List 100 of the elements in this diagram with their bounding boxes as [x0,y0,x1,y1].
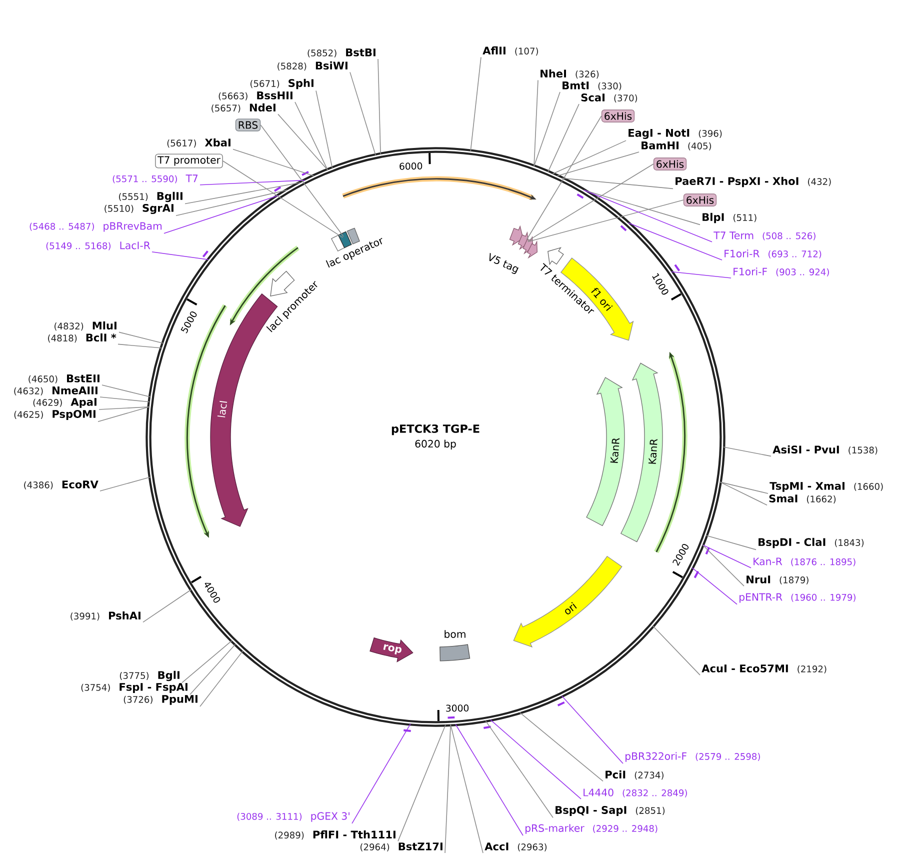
site-label: (3991) PshAI [70,611,140,621]
leader-line [118,332,164,344]
site-label: (5663) BssHII [218,92,292,100]
leader-line [100,476,151,492]
primer-label: (3089 .. 3111) pGEX 3' [237,812,350,822]
site-label: (5852) BstBI [308,48,376,58]
site-label: SmaI (1662) [769,494,836,504]
site-label: (5617) XbaI [167,138,230,148]
site-label: (4625) PspOMI [14,410,96,420]
leader-line [278,114,328,170]
site-label: (4818) BclI * [48,333,116,343]
leader-line [485,720,554,818]
site-label: (5551) BglII [119,192,182,202]
leader-line [652,626,700,676]
leader-line [470,56,482,152]
site-label: PciI (2734) [606,770,664,780]
leader-line [450,724,484,854]
primer-label: pBR322ori-F (2579 .. 2598) [626,752,760,762]
feature-tag: RBS [235,118,261,132]
feature-symbol [509,225,538,259]
primer-label: T7 Term (508 .. 526) [714,232,816,240]
leader-line [232,148,314,176]
leader-line [176,190,288,216]
feature-tag: 6xHis [601,110,635,122]
site-label: BamHI (405) [642,142,712,150]
site-label: (2989) PflFI - Tth111I [275,830,396,840]
leader-line [378,58,381,155]
site-label: (4629) ApaI [33,398,96,408]
leader-line [455,724,524,836]
leader-line [98,406,150,422]
site-label: (4650) BstEII [28,374,100,384]
leader-line [102,384,151,398]
tick-label: 3000 [446,704,469,712]
site-label: AflII (107) [482,46,538,56]
site-label: (5510) SgrAI [104,204,174,214]
feature-label: V5 tag [489,252,519,274]
site-label: BspDI - ClaI (1843) [758,538,864,548]
site-label: ScaI (370) [581,93,638,102]
leader-line [118,344,162,348]
primer-label: pENTR-R (1960 .. 1979) [740,593,856,603]
leader-line [527,164,654,242]
leader-line [519,712,604,782]
primer-label: pRS-marker (2929 .. 2948) [526,824,658,834]
site-label: (2964) BstZ17I [360,842,442,852]
site-label: NruI (1879) [746,576,808,584]
leader-line [552,140,626,174]
site-label: EagI - NotI (396) [628,129,722,139]
leader-line [720,482,768,506]
site-label: BmtI (330) [562,82,622,90]
leader-line [398,724,446,842]
leader-line [561,178,674,190]
leader-line [723,446,772,457]
leader-line [692,567,738,605]
site-label: TspMI - XmaI (1660) [770,482,883,492]
site-label: (3775) BglI [120,670,180,682]
site-label: PaeR7I - PspXI - XhoI (432) [676,176,831,188]
site-label: (4632) NmeAIII [14,386,98,396]
leader-line [702,544,744,586]
tick-label: 6000 [400,162,422,170]
site-label: (3726) PpuMI [124,695,198,705]
leader-line [182,640,232,684]
site-label: BspQI - SapI (2851) [556,806,665,816]
leader-line [583,190,700,226]
site-label: NheI (326) [540,69,599,79]
feature-label: bom [444,630,466,638]
leader-line [706,535,756,550]
site-label: (5828) BsiWI [278,61,348,71]
primer-label: (5468 .. 5487) pBRrevBam [30,222,162,232]
leader-line [98,406,150,410]
leader-line [222,160,344,238]
leader-line [526,116,602,240]
site-label: (3754) FspI - FspAI [81,683,188,693]
leader-line [350,72,376,156]
leader-line [184,182,301,204]
feature-box [440,644,470,662]
leader-line [152,251,209,260]
leader-line [200,180,306,186]
leader-line [534,80,538,167]
leader-line [352,724,411,824]
leader-line [142,589,192,623]
leader-line [556,152,640,176]
leader-line [164,195,280,234]
leader-line [190,644,236,695]
leader-line [444,724,451,854]
primer-label: F1ori-R (693 .. 712) [724,250,822,258]
primer-label: L4440 (2832 .. 2849) [584,788,687,798]
leader-line [583,190,712,242]
leader-line [534,92,560,167]
site-label: BlpI (511) [702,212,756,224]
feature-tag: 6xHis [653,158,687,170]
site-label: (4832) MluI [54,321,116,331]
leader-line [100,396,150,402]
leader-line [702,544,752,568]
leader-line [294,102,328,170]
leader-line [548,104,580,172]
primer-label: (5149 .. 5168) LacI-R [46,242,150,250]
leader-line [490,719,582,800]
leader-line [316,90,333,168]
leader-line [628,222,722,260]
leader-line [561,696,624,764]
